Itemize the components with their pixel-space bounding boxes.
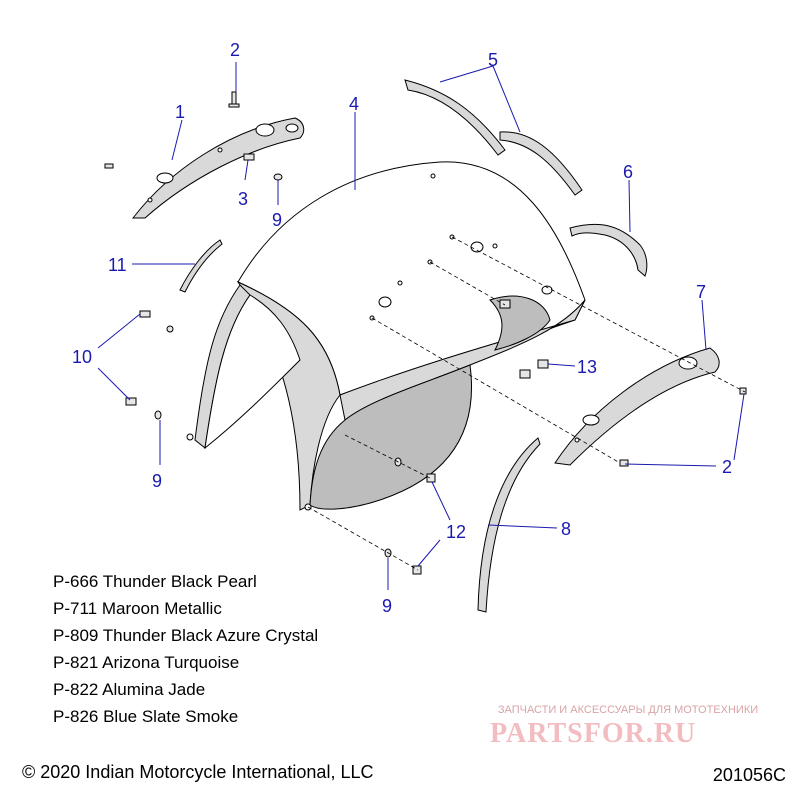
- callout-1: 1: [175, 102, 185, 122]
- callout-12: 12: [446, 522, 466, 542]
- watermark-logo: PARTSFOR.RU: [490, 718, 697, 749]
- legend-item: P-666 Thunder Black Pearl: [53, 572, 257, 591]
- lower-strip-part-8: [477, 437, 541, 613]
- legend-item: P-826 Blue Slate Smoke: [53, 707, 239, 726]
- legend-item: P-821 Arizona Turquoise: [53, 653, 240, 672]
- small-strip-part-11: [179, 239, 223, 293]
- legend-item: P-822 Alumina Jade: [53, 680, 206, 699]
- watermark: ЗАПЧАСТИ И АКСЕССУАРЫ ДЛЯ МОТОТЕХНИКИ PA…: [478, 704, 778, 756]
- trim-rail-part-7: [554, 347, 720, 466]
- callout-4: 4: [349, 94, 359, 114]
- trim-rail-part-1: [131, 117, 305, 219]
- watermark-tagline: ЗАПЧАСТИ И АКСЕССУАРЫ ДЛЯ МОТОТЕХНИКИ: [497, 704, 759, 716]
- strip-part-5: [404, 79, 583, 196]
- legend-item: P-711 Maroon Metallic: [53, 599, 222, 618]
- callout-2-top: 2: [230, 40, 240, 60]
- assembly-lines: [307, 236, 746, 571]
- copyright-notice: © 2020 Indian Motorcycle International, …: [22, 762, 374, 782]
- side-trim-part-6: [569, 223, 648, 277]
- callout-labels: 2 1 3 9 4 5 6 7 11 10 13 2 9 12 8 9: [72, 40, 732, 616]
- leader-lines: [97, 62, 745, 590]
- legend-item: P-809 Thunder Black Azure Crystal: [53, 626, 319, 645]
- callout-9-left: 9: [152, 471, 162, 491]
- callout-9-upper: 9: [272, 210, 282, 230]
- callout-3: 3: [238, 189, 248, 209]
- callout-9-lower: 9: [382, 596, 392, 616]
- callout-11: 11: [108, 255, 127, 275]
- callout-7: 7: [696, 282, 706, 302]
- rear-fender-part-4: [186, 161, 586, 511]
- paint-code-legend: P-666 Thunder Black Pearl P-711 Maroon M…: [53, 568, 318, 730]
- callout-6: 6: [623, 162, 633, 182]
- callout-8: 8: [561, 519, 571, 539]
- callout-10: 10: [72, 347, 92, 367]
- figure-id: 201056C: [712, 765, 786, 785]
- callout-13: 13: [577, 357, 597, 377]
- callout-5: 5: [488, 50, 498, 70]
- callout-2-right: 2: [722, 457, 732, 477]
